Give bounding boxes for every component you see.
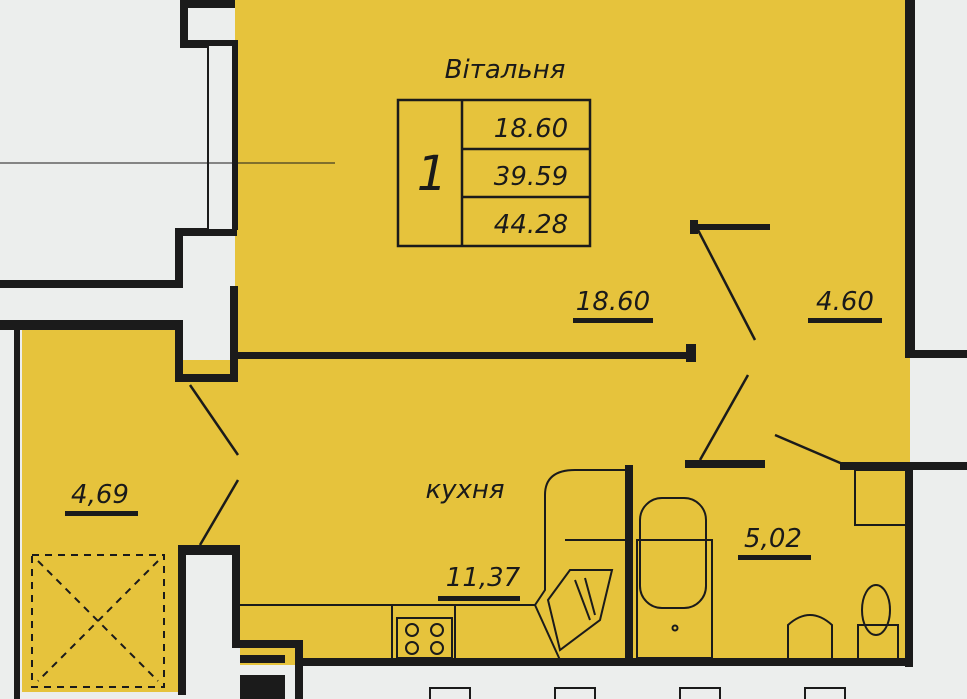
kitchen-name: кухня bbox=[425, 475, 504, 505]
rooms-count: 1 bbox=[417, 146, 448, 202]
total-area-value: 44.28 bbox=[494, 210, 568, 240]
living-area-value: 18.60 bbox=[494, 114, 568, 144]
balcony-area: 4,69 bbox=[71, 480, 129, 510]
kitchen-counter bbox=[240, 469, 625, 661]
usable-area-value: 39.59 bbox=[494, 162, 568, 192]
sink-icon bbox=[546, 569, 614, 652]
hall-floor bbox=[690, 210, 910, 470]
underline bbox=[573, 318, 653, 323]
bathroom-cabinet bbox=[854, 469, 908, 526]
underline bbox=[808, 318, 882, 323]
stove-icon bbox=[396, 617, 453, 659]
living-room-name: Вітальня bbox=[445, 55, 566, 85]
kitchen-floor bbox=[180, 360, 700, 550]
door-swings bbox=[188, 229, 846, 546]
washbasin-icon bbox=[787, 614, 833, 660]
balcony-storage-mark bbox=[31, 554, 165, 688]
apartment-info-table: 1 18.60 39.59 44.28 bbox=[396, 98, 592, 248]
toilet-icon bbox=[857, 584, 899, 661]
bathroom-floor bbox=[635, 465, 910, 665]
living-room-area: 18.60 bbox=[576, 287, 650, 317]
neighbour-fixtures bbox=[429, 687, 846, 699]
hall-area: 4.60 bbox=[816, 287, 874, 317]
bathroom-area: 5,02 bbox=[744, 524, 802, 554]
underline bbox=[65, 511, 138, 516]
bathtub-icon bbox=[636, 497, 713, 659]
underline bbox=[438, 596, 520, 601]
kitchen-area: 11,37 bbox=[446, 563, 521, 593]
underline bbox=[738, 555, 811, 560]
window bbox=[0, 44, 335, 231]
floor-areas bbox=[22, 0, 910, 692]
